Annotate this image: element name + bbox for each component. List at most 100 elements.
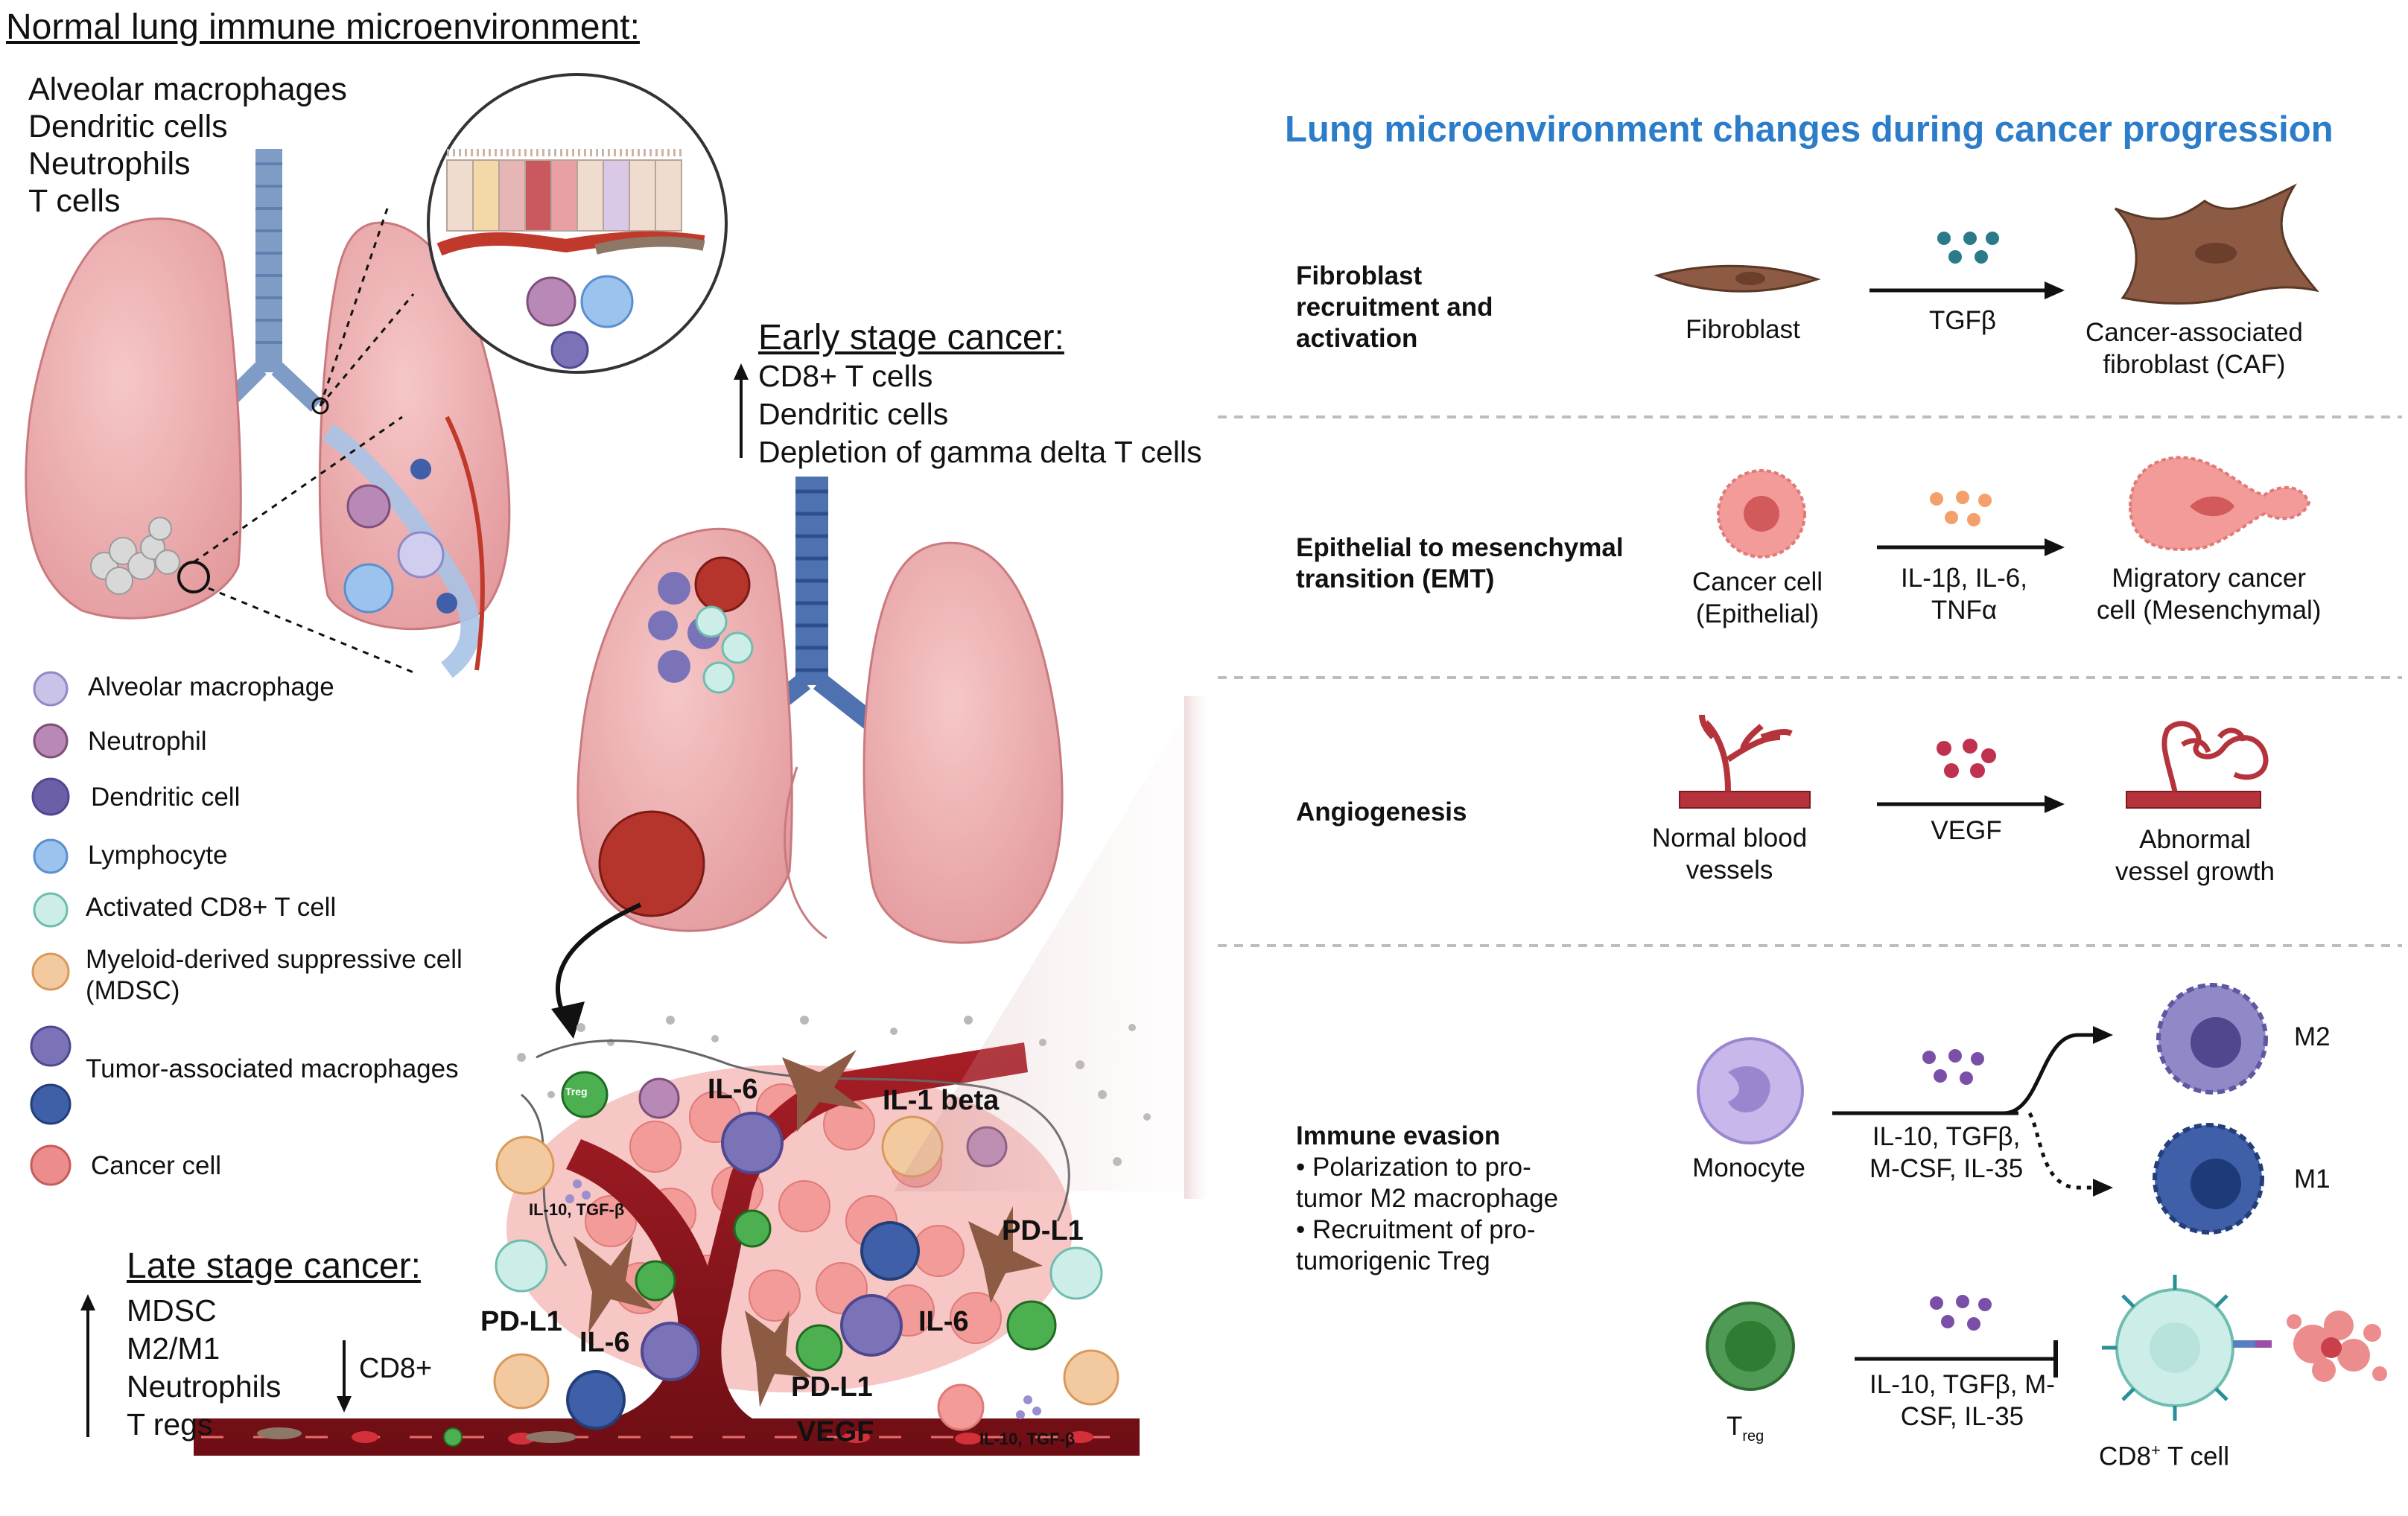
normal-cell-item: Neutrophils	[28, 146, 191, 182]
early-title: Early stage cancer:	[758, 318, 1064, 357]
m2-label: M2	[2294, 1022, 2331, 1051]
cancer-cell-label: Cancer cell (Epithelial)	[1692, 566, 1823, 630]
cd8-superscript: +	[2151, 1441, 2161, 1459]
tme-label: PD-L1	[480, 1306, 562, 1337]
legend-label: Neutrophil	[88, 727, 207, 756]
late-up-item: Neutrophils	[127, 1369, 282, 1404]
vegf-label: VEGF	[1931, 816, 2002, 845]
late-up-list: MDSC M2/M1 Neutrophils T regs	[127, 1292, 281, 1444]
cd8-suffix: T cell	[2160, 1442, 2229, 1471]
zoom-wedge	[894, 704, 1192, 1191]
late-title: Late stage cancer:	[127, 1246, 421, 1286]
label-line: vessel growth	[2115, 857, 2275, 886]
emt-mediator-label: IL-1β, IL-6, TNFα	[1901, 562, 2027, 626]
polarization-mediator-label: IL-10, TGFβ, M-CSF, IL-35	[1869, 1121, 2023, 1185]
label-line: Cancer cell	[1692, 567, 1823, 596]
suppression-mediator-label: IL-10, TGFβ, M- CSF, IL-35	[1869, 1369, 2055, 1433]
label-line: Abnormal	[2139, 825, 2251, 854]
early-cell-item: Depletion of gamma delta T cells	[758, 435, 1202, 469]
early-lungs	[576, 477, 1064, 944]
row-heading-emt: Epithelial to mesenchymal transition (EM…	[1296, 532, 1624, 595]
alveoli-cluster	[90, 517, 180, 595]
legend-label: Lymphocyte	[88, 841, 228, 870]
tme-label: IL-1 beta	[883, 1085, 1000, 1116]
m1-label: M1	[2294, 1165, 2331, 1194]
early-cell-list: CD8+ T cells Dendritic cells Depletion o…	[758, 357, 1202, 471]
late-down-item: CD8+	[359, 1353, 433, 1384]
label-line: (Epithelial)	[1695, 599, 1820, 628]
early-cell-item: CD8+ T cells	[758, 359, 933, 393]
label-line: M-CSF, IL-35	[1869, 1154, 2024, 1183]
immune-row-art	[1697, 983, 2387, 1421]
legend-icons	[30, 671, 72, 1186]
legend-label: Alveolar macrophage	[88, 672, 334, 701]
bullet-line: • Recruitment of pro-	[1296, 1215, 1536, 1244]
alveolar-zoom	[427, 73, 728, 374]
tme-label: IL-6	[918, 1306, 969, 1337]
legend-label: Cancer cell	[91, 1151, 222, 1180]
label-line: CSF, IL-35	[1900, 1402, 2024, 1431]
heading-line: Fibroblast	[1296, 261, 1423, 290]
bullet-line: tumorigenic Treg	[1296, 1246, 1490, 1275]
row-heading-angiogenesis: Angiogenesis	[1296, 797, 1467, 827]
label-line: cell (Mesenchymal)	[2097, 596, 2322, 625]
treg-cell-tag: Treg	[565, 1086, 588, 1098]
label-line: IL-10, TGFβ,	[1872, 1122, 2021, 1151]
angiogenesis-row-art	[1679, 714, 2269, 813]
legend-label: Myeloid-derived suppressive cell	[86, 945, 463, 974]
tme-label: VEGF	[797, 1416, 874, 1447]
treg-subscript: reg	[1742, 1428, 1764, 1445]
late-up-item: M2/M1	[127, 1331, 220, 1366]
row-heading-immune: Immune evasion	[1296, 1121, 1501, 1150]
progression-arrow	[555, 902, 642, 1022]
normal-title: Normal lung immune microenvironment:	[6, 7, 640, 47]
label-line: vessels	[1686, 856, 1773, 885]
tme-label: IL-10, TGF-β	[979, 1430, 1076, 1448]
label-line: Migratory cancer	[2112, 564, 2307, 593]
tme-label: IL-6	[579, 1327, 630, 1358]
fibroblast-label: Fibroblast	[1686, 315, 1800, 344]
caf-label: Cancer-associated fibroblast (CAF)	[2085, 316, 2303, 380]
normal-cell-item: Alveolar macrophages	[28, 71, 347, 107]
label-line: TNFα	[1931, 596, 1998, 625]
label-line: Normal blood	[1652, 824, 1808, 853]
tme-label: PD-L1	[1002, 1215, 1084, 1246]
tme-label: IL-10, TGF-β	[529, 1200, 625, 1219]
monocyte-label: Monocyte	[1692, 1153, 1805, 1182]
normal-lungs	[25, 149, 511, 678]
heading-line: activation	[1296, 324, 1418, 353]
emt-row-art	[1717, 456, 2311, 558]
heading-line: Epithelial to mesenchymal	[1296, 533, 1624, 562]
right-panel-title: Lung microenvironment changes during can…	[1285, 109, 2334, 150]
cd8-label: CD8+ T cell	[2099, 1441, 2229, 1473]
label-line: IL-10, TGFβ, M-	[1869, 1370, 2055, 1399]
label-line: Cancer-associated	[2085, 318, 2303, 347]
row-dividers	[1218, 415, 2402, 947]
row-heading-fibroblast: Fibroblast recruitment and activation	[1296, 261, 1493, 354]
bullet-line: tumor M2 macrophage	[1296, 1184, 1559, 1213]
legend-label: Activated CD8+ T cell	[86, 893, 337, 922]
blood-vessel	[194, 1042, 1140, 1456]
immune-bullets: • Polarization to pro- tumor M2 macropha…	[1296, 1152, 1558, 1277]
legend-label: Dendritic cell	[91, 783, 241, 812]
treg-label: Treg	[1726, 1411, 1764, 1445]
treg-letter: T	[1726, 1412, 1743, 1441]
label-line: fibroblast (CAF)	[2103, 350, 2286, 379]
tumor-microenvironment	[194, 1016, 1151, 1456]
label-line: IL-1β, IL-6,	[1901, 564, 2027, 593]
late-up-item: MDSC	[127, 1293, 217, 1328]
fibroblast-row-art	[1653, 183, 2319, 305]
abnormal-vessels-label: Abnormal vessel growth	[2115, 824, 2275, 888]
normal-cell-item: Dendritic cells	[28, 109, 228, 144]
late-up-item: T regs	[127, 1407, 213, 1442]
left-lung	[25, 217, 242, 620]
early-cell-item: Dendritic cells	[758, 397, 949, 431]
normal-cell-list: Alveolar macrophages Dendritic cells Neu…	[28, 71, 347, 220]
migratory-cell-label: Migratory cancer cell (Mesenchymal)	[2097, 562, 2321, 626]
cd8-text: CD8	[2099, 1442, 2152, 1471]
normal-vessels-label: Normal blood vessels	[1652, 822, 1807, 886]
legend-label: (MDSC)	[86, 976, 180, 1005]
tme-label: PD-L1	[791, 1372, 873, 1403]
